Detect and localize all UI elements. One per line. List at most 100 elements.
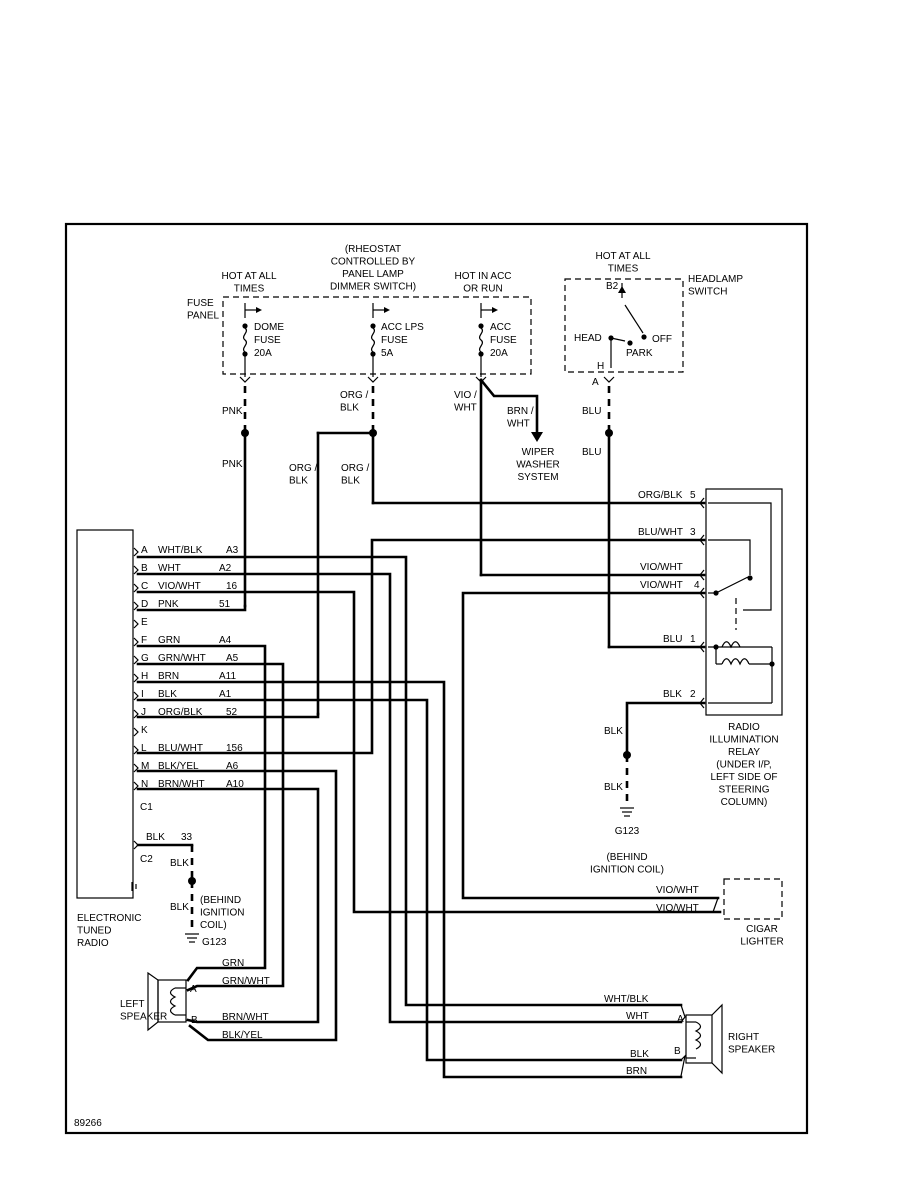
acc-fuse-label: FUSE: [490, 335, 517, 346]
connector-chevron-icon: [133, 619, 139, 629]
terminal-h: H: [597, 361, 604, 372]
relay-ground: G123: [615, 826, 640, 837]
connector-chevron-icon: [239, 376, 251, 383]
left-speaker-term-a: A: [190, 984, 197, 995]
relay-ground-wire-upper: BLK: [604, 726, 623, 737]
radio-pin-letter: G: [141, 653, 149, 664]
connector-chevron-icon: [133, 565, 139, 575]
top-wiring: PNK PNK ORG /BLK ORG /BLK ORG /BLK VIO /…: [222, 378, 706, 716]
relay-pin-number: 4: [694, 580, 700, 591]
connector-chevron-icon: [133, 673, 139, 683]
radio-pin-letter: H: [141, 671, 148, 682]
connector-chevron-icon: [133, 637, 139, 647]
connector-chevron-icon: [367, 376, 379, 383]
fuse-panel-box: [222, 296, 532, 375]
left-speaker-term-b: B: [191, 1015, 198, 1026]
connector-chevron-icon: [699, 497, 705, 509]
relay-pin-number: 5: [690, 490, 696, 501]
connector-chevron-icon: [699, 569, 705, 581]
radio-pin-wire: BLK: [158, 689, 177, 700]
relay-pins: ORG/BLK 5 BLU/WHT 3 VIO/WHT VIO/WHT 4 BL…: [638, 490, 700, 700]
cigar-lighter-box: [723, 878, 783, 920]
headlamp-switch-box: [564, 278, 684, 373]
org-blk-upper-label: ORG /BLK: [340, 390, 369, 414]
radio-pin-letter: E: [141, 617, 148, 628]
radio-pin-circuit: 16: [226, 581, 238, 592]
relay-pin-number: 3: [690, 527, 696, 538]
connector-c1: C1: [140, 802, 153, 813]
relay-pin-wire: ORG/BLK: [638, 490, 683, 501]
acc-fuse-name: ACC: [490, 322, 511, 333]
connector-chevron-icon: [699, 587, 705, 599]
pnk-upper-label: PNK: [222, 406, 243, 417]
radio-pin-letter: A: [141, 545, 148, 556]
relay-pin-wire: VIO/WHT: [640, 562, 683, 573]
right-speaker-term-b: B: [674, 1046, 681, 1057]
radio-pin-letter: K: [141, 725, 148, 736]
relay-ground-wire-lower: BLK: [604, 782, 623, 793]
right-speaker-wire: BLK: [630, 1049, 649, 1060]
radio-pin-wire: BLK/YEL: [158, 761, 199, 772]
figure-id: 89266: [74, 1118, 102, 1129]
left-speaker-wire: GRN: [222, 958, 244, 969]
radio-pin-circuit: A11: [219, 671, 236, 682]
radio-pin-circuit: A1: [219, 689, 232, 700]
relay-pin-number: 1: [690, 634, 696, 645]
relay-contact: [715, 576, 749, 594]
acc-fuse-amps: 20A: [490, 348, 508, 359]
radio-pin-letter: B: [141, 563, 148, 574]
acc-lps-fuse-label: FUSE: [381, 335, 408, 346]
relay-pin-wire: VIO/WHT: [640, 580, 683, 591]
blu-upper-label: BLU: [582, 406, 601, 417]
connector-chevron-icon: [133, 745, 139, 755]
radio-pin-wire: WHT: [158, 563, 181, 574]
dome-fuse-label: FUSE: [254, 335, 281, 346]
radio-pin-letter: C: [141, 581, 148, 592]
radio-pin-circuit: A5: [226, 653, 239, 664]
relay-pin-wire: BLU/WHT: [638, 527, 683, 538]
radio-pin-letter: J: [141, 707, 146, 718]
cigar-wire-lower: VIO/WHT: [656, 903, 699, 914]
radio-pin-wire: PNK: [158, 599, 179, 610]
pnk-lower-label: PNK: [222, 459, 243, 470]
connector-chevron-icon: [133, 583, 139, 593]
cigar-wire-upper: VIO/WHT: [656, 885, 699, 896]
radio-box: [76, 529, 134, 899]
left-speaker-wire: BLK/YEL: [222, 1030, 263, 1041]
connector-chevron-icon: [133, 727, 139, 737]
radio-pin-wire: BRN: [158, 671, 179, 682]
pos-head: HEAD: [574, 333, 602, 344]
dome-fuse-name: DOME: [254, 322, 284, 333]
acc-fuse: ACC FUSE 20A: [478, 303, 517, 377]
connector-chevron-icon: [133, 709, 139, 719]
radio-pin-wire: VIO/WHT: [158, 581, 201, 592]
radio-pin-letter: M: [141, 761, 149, 772]
connector-chevron-icon: [603, 376, 615, 383]
radio-pin-wire: WHT/BLK: [158, 545, 203, 556]
connector-c2: C2: [140, 854, 153, 865]
radio-pin-circuit: 156: [226, 743, 243, 754]
connector-chevron-icon: [133, 691, 139, 701]
diagram-frame: [64, 222, 809, 1135]
connector-chevron-icon: [699, 534, 705, 546]
relay-coil-icon: [721, 658, 750, 666]
relay-pin-number: 2: [690, 689, 696, 700]
radio-pin-wire: GRN/WHT: [158, 653, 206, 664]
org-blk-left-label: ORG /BLK: [289, 463, 318, 487]
pos-off: OFF: [652, 334, 672, 345]
radio-pin-circuit: A6: [226, 761, 239, 772]
